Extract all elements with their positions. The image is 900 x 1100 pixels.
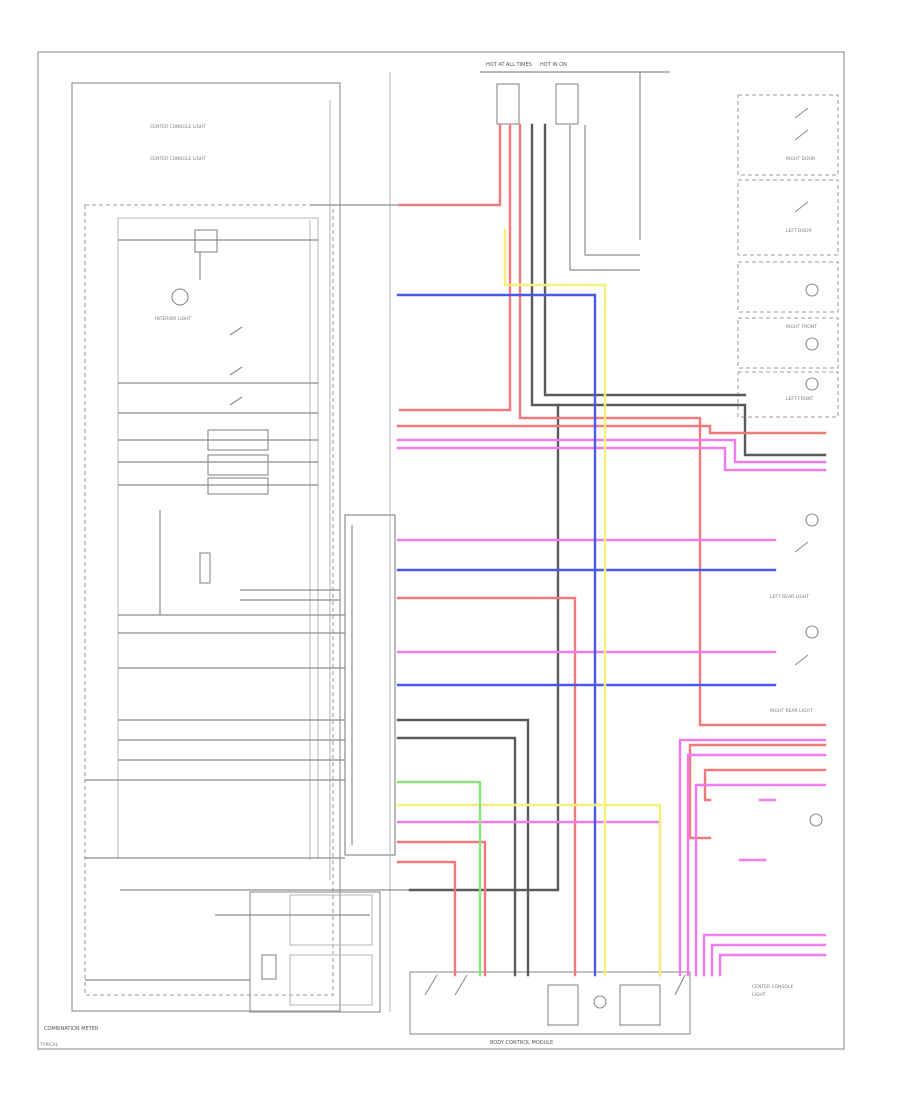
right-door-box [737,94,839,176]
corner-label: TYPICAL [39,1042,59,1048]
pink-wires [396,438,827,977]
lamp-icon [809,813,823,827]
top-fuse-2 [555,83,579,125]
switch-group [229,107,809,996]
bottom-module-label: BODY CONTROL MODULE [490,1040,553,1046]
left-front-box [737,317,839,369]
green-wires [396,780,482,977]
interior-lamp-icon [171,288,189,306]
right-front-box [737,261,839,313]
bottom-left-label: COMBINATION METER [44,1026,99,1032]
lower-module-inner-1 [289,894,373,946]
left-module-box [71,82,341,1012]
right-front-label: RIGHT FRONT [786,324,817,330]
lamp-icon [805,625,819,639]
right-rear-box [737,371,839,418]
bottom-switch-module [409,971,691,1035]
relay-box [194,229,218,253]
yellow-wires [396,228,662,977]
interior-light-label: INTERIOR LIGHT [155,316,192,322]
right-door-label: RIGHT DOOR [786,156,815,162]
lamp-icon [805,337,819,351]
right-rear-lamp-label: RIGHT REAR LIGHT [770,708,813,714]
component-box [261,954,277,980]
left-module-core [117,217,319,859]
component-box [199,552,211,584]
left-rear-lamp-label: LEFT REAR LIGHT [770,594,809,600]
lower-module-inner-2 [289,954,373,1006]
warning-light-label: CENTER CONSOLE LIGHT [150,156,206,162]
component-box [207,477,269,495]
top-connector-label: HOT AT ALL TIMES [486,62,532,68]
lamp-icon [805,513,819,527]
left-module-inner [84,204,334,996]
top-connector-label: HOT IN ON [540,62,567,68]
internal-wiring [85,204,500,981]
bottom-right-label: LIGHT [752,992,766,998]
lamp-icon [805,377,819,391]
lower-module-box [249,891,381,1013]
center-connector-block [344,514,396,856]
component-box [619,984,661,1026]
top-fuse-1 [496,83,520,125]
dark-wires [396,123,827,977]
component-box [207,454,269,476]
outer-frame [37,51,845,1050]
left-door-label: LEFT DOOR [786,228,812,234]
left-door-box [737,179,839,256]
lamp-icon [805,283,819,297]
warning-light-label: CENTER CONSOLE LIGHT [150,124,206,130]
bottom-right-label: CENTER CONSOLE [752,984,793,990]
left-front-label: LEFT FRONT [786,396,814,402]
blue-wires [396,293,777,977]
lamp-icon [593,995,607,1009]
component-box [547,984,579,1026]
red-wires [396,123,827,977]
